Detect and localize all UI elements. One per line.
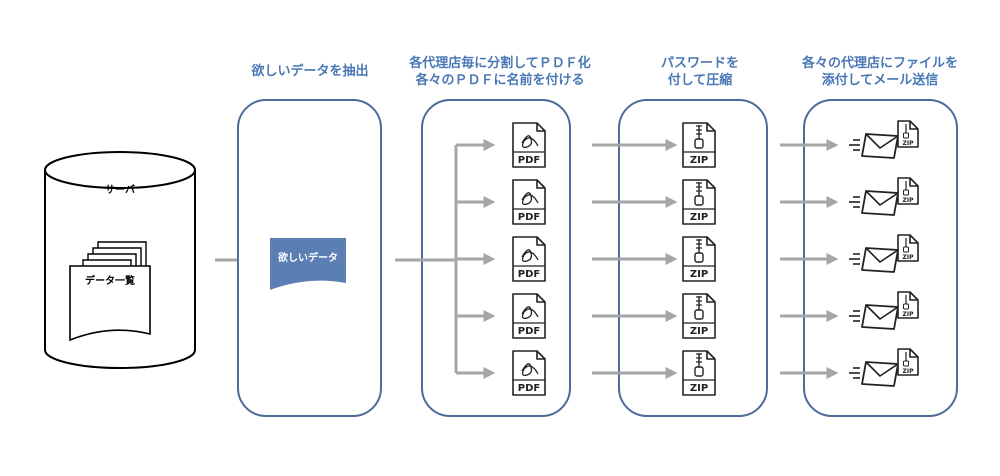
- pdf-acrobat-mark: [521, 135, 539, 149]
- zipper-pull: [694, 252, 704, 263]
- envelope-flap: [865, 247, 899, 263]
- step-header-4-line-1: 各々の代理店にファイルを: [801, 56, 958, 71]
- pdf-acrobat-mark: [521, 306, 539, 320]
- zipper-pull: [694, 195, 704, 206]
- extracted-data-document: 欲しいデータ: [270, 238, 346, 290]
- pdf-file-icon: PDF: [512, 122, 546, 168]
- zip-file-icon: ZIP: [682, 350, 716, 396]
- zipper-pull: [694, 366, 704, 377]
- attachment-zip-label: ZIP: [903, 311, 915, 318]
- envelope-body: [861, 361, 899, 387]
- zipper-pull: [694, 309, 704, 320]
- pdf-label: PDF: [518, 383, 540, 394]
- data-list-document-stack: データ一覧: [69, 241, 151, 342]
- envelope-flap: [865, 190, 899, 206]
- attachment-zipper-pull: [903, 189, 909, 196]
- step-header-3: パスワードを 付して圧縮: [620, 55, 780, 89]
- data-list-label: データ一覧: [85, 274, 135, 287]
- pdf-document-outline: [512, 236, 546, 282]
- step-header-3-line-1: パスワードを: [660, 56, 739, 71]
- file-rows: PDF ZIP ZIP PDF ZIP ZIP PDF ZIP ZIP PDF ZIP ZIP PDF Z…: [456, 120, 919, 396]
- zip-file-icon: ZIP: [682, 122, 716, 168]
- pdf-document-outline: [512, 122, 546, 168]
- envelope-flap: [865, 133, 899, 149]
- envelope-body: [861, 133, 899, 159]
- step-header-1-line-1: 欲しいデータを抽出: [251, 64, 369, 79]
- step-header-2-line-2: 各々のＰＤＦに名前を付ける: [415, 73, 585, 88]
- email-with-zip-attachment-icon: ZIP: [849, 234, 919, 273]
- pdf-acrobat-mark: [521, 363, 539, 377]
- attachment-zipper-pull: [903, 303, 909, 310]
- pdf-label: PDF: [518, 155, 540, 166]
- email-with-zip-attachment-icon: ZIP: [849, 291, 919, 330]
- pdf-document-outline: [512, 293, 546, 339]
- zip-label: ZIP: [690, 326, 708, 337]
- step-header-4: 各々の代理店にファイルを 添付してメール送信: [790, 55, 970, 89]
- email-with-zip-attachment-icon: ZIP: [849, 348, 919, 387]
- pdf-acrobat-mark: [521, 192, 539, 206]
- envelope-body: [861, 304, 899, 330]
- zip-file-icon: ZIP: [682, 293, 716, 339]
- pdf-file-icon: PDF: [512, 293, 546, 339]
- pdf-file-icon: PDF: [512, 179, 546, 225]
- step-header-2: 各代理店毎に分割してＰＤＦ化 各々のＰＤＦに名前を付ける: [395, 55, 605, 89]
- stage-box-pdf: [421, 99, 571, 417]
- envelope-body: [861, 190, 899, 216]
- envelope-flap: [865, 304, 899, 320]
- email-with-zip-attachment-icon: ZIP: [849, 177, 919, 216]
- attachment-zipper-pull: [903, 132, 909, 139]
- step-header-1: 欲しいデータを抽出: [230, 63, 390, 80]
- zip-label: ZIP: [690, 269, 708, 280]
- pdf-document-outline: [512, 350, 546, 396]
- attachment-zip-label: ZIP: [903, 368, 915, 375]
- envelope-body: [861, 247, 899, 273]
- zip-label: ZIP: [690, 383, 708, 394]
- server-label: サーバ: [105, 184, 135, 196]
- email-with-zip-attachment-icon: ZIP: [849, 120, 919, 159]
- envelope-flap: [865, 361, 899, 377]
- zip-file-icon: ZIP: [682, 179, 716, 225]
- pdf-document-outline: [512, 179, 546, 225]
- zip-label: ZIP: [690, 155, 708, 166]
- pdf-label: PDF: [518, 269, 540, 280]
- step-header-3-line-2: 付して圧縮: [667, 73, 733, 88]
- step-header-2-line-1: 各代理店毎に分割してＰＤＦ化: [409, 56, 591, 71]
- pdf-file-icon: PDF: [512, 350, 546, 396]
- attachment-zip-label: ZIP: [903, 140, 915, 147]
- zip-label: ZIP: [690, 212, 708, 223]
- step-header-4-line-2: 添付してメール送信: [821, 73, 939, 88]
- zip-file-icon: ZIP: [682, 236, 716, 282]
- extracted-data-label: 欲しいデータ: [277, 251, 338, 264]
- pdf-acrobat-mark: [521, 249, 539, 263]
- attachment-zip-label: ZIP: [903, 254, 915, 261]
- pdf-label: PDF: [518, 212, 540, 223]
- attachment-zipper-pull: [903, 246, 909, 253]
- pdf-label: PDF: [518, 326, 540, 337]
- zipper-pull: [694, 138, 704, 149]
- attachment-zipper-pull: [903, 360, 909, 367]
- pdf-file-icon: PDF: [512, 236, 546, 282]
- attachment-zip-label: ZIP: [903, 197, 915, 204]
